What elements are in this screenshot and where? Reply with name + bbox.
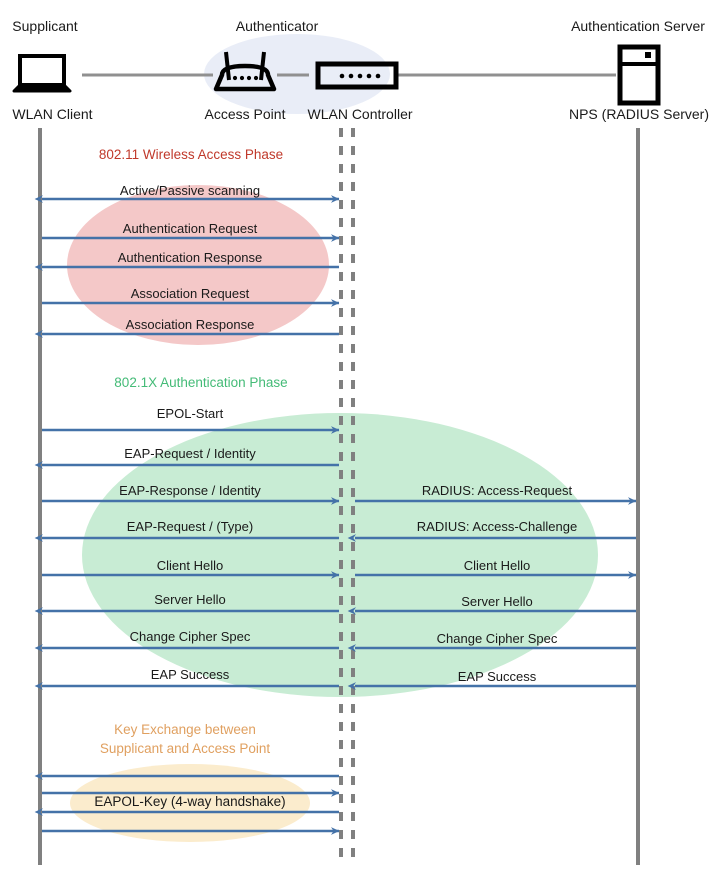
message-label-radius-access-request: RADIUS: Access-Request bbox=[421, 483, 573, 498]
network-switch-icon bbox=[315, 61, 399, 90]
phase-ellipse-key bbox=[70, 764, 310, 842]
laptop-icon bbox=[12, 54, 72, 93]
wireless-router-icon bbox=[213, 51, 277, 92]
message-label-radius-access-challenge: RADIUS: Access-Challenge bbox=[416, 519, 578, 534]
message-label-eapol-start: EPOL-Start bbox=[156, 406, 224, 421]
message-label-server-hello-right: Server Hello bbox=[461, 594, 533, 609]
phase-label-key-exchange-line2: Supplicant and Access Point bbox=[99, 741, 271, 756]
phase-ellipse-8021x bbox=[82, 413, 598, 697]
message-label-eap-request-identity: EAP-Request / Identity bbox=[124, 446, 256, 461]
phase-label-key-exchange-line1: Key Exchange between bbox=[114, 722, 256, 737]
message-label-eap-success-right: EAP Success bbox=[457, 669, 537, 684]
actor-device-access-point: Access Point bbox=[204, 106, 286, 122]
message-label-eap-request-type: EAP-Request / (Type) bbox=[126, 519, 254, 534]
message-label-association-request: Association Request bbox=[130, 286, 250, 301]
server-tower-icon bbox=[617, 44, 661, 106]
actor-role-authenticator: Authenticator bbox=[235, 18, 319, 34]
message-label-authentication-request: Authentication Request bbox=[122, 221, 258, 236]
message-label-authentication-response: Authentication Response bbox=[117, 250, 263, 265]
message-label-change-cipher-spec-right: Change Cipher Spec bbox=[436, 631, 558, 646]
message-label-eap-success-left: EAP Success bbox=[150, 667, 230, 682]
message-label-eap-response-identity: EAP-Response / Identity bbox=[119, 483, 261, 498]
phase-label-802-11: 802.11 Wireless Access Phase bbox=[98, 147, 284, 162]
message-label-association-response: Association Response bbox=[125, 317, 255, 332]
actor-device-wlan-controller: WLAN Controller bbox=[307, 106, 413, 122]
message-label-active-passive-scanning: Active/Passive scanning bbox=[119, 183, 261, 198]
message-label-eapol-key-4way-handshake: EAPOL-Key (4-way handshake) bbox=[94, 794, 286, 809]
actor-role-supplicant: Supplicant bbox=[12, 18, 78, 34]
message-label-client-hello-right: Client Hello bbox=[463, 558, 531, 573]
actor-role-authentication-server: Authentication Server bbox=[571, 18, 705, 34]
phase-ellipse-80211 bbox=[67, 185, 329, 345]
message-label-server-hello-left: Server Hello bbox=[154, 592, 226, 607]
phase-label-802-1x: 802.1X Authentication Phase bbox=[114, 375, 288, 390]
actor-device-wlan-client: WLAN Client bbox=[12, 106, 93, 122]
message-label-change-cipher-spec-left: Change Cipher Spec bbox=[129, 629, 251, 644]
message-label-client-hello-left: Client Hello bbox=[156, 558, 224, 573]
actor-device-nps-radius-server: NPS (RADIUS Server) bbox=[568, 106, 710, 122]
